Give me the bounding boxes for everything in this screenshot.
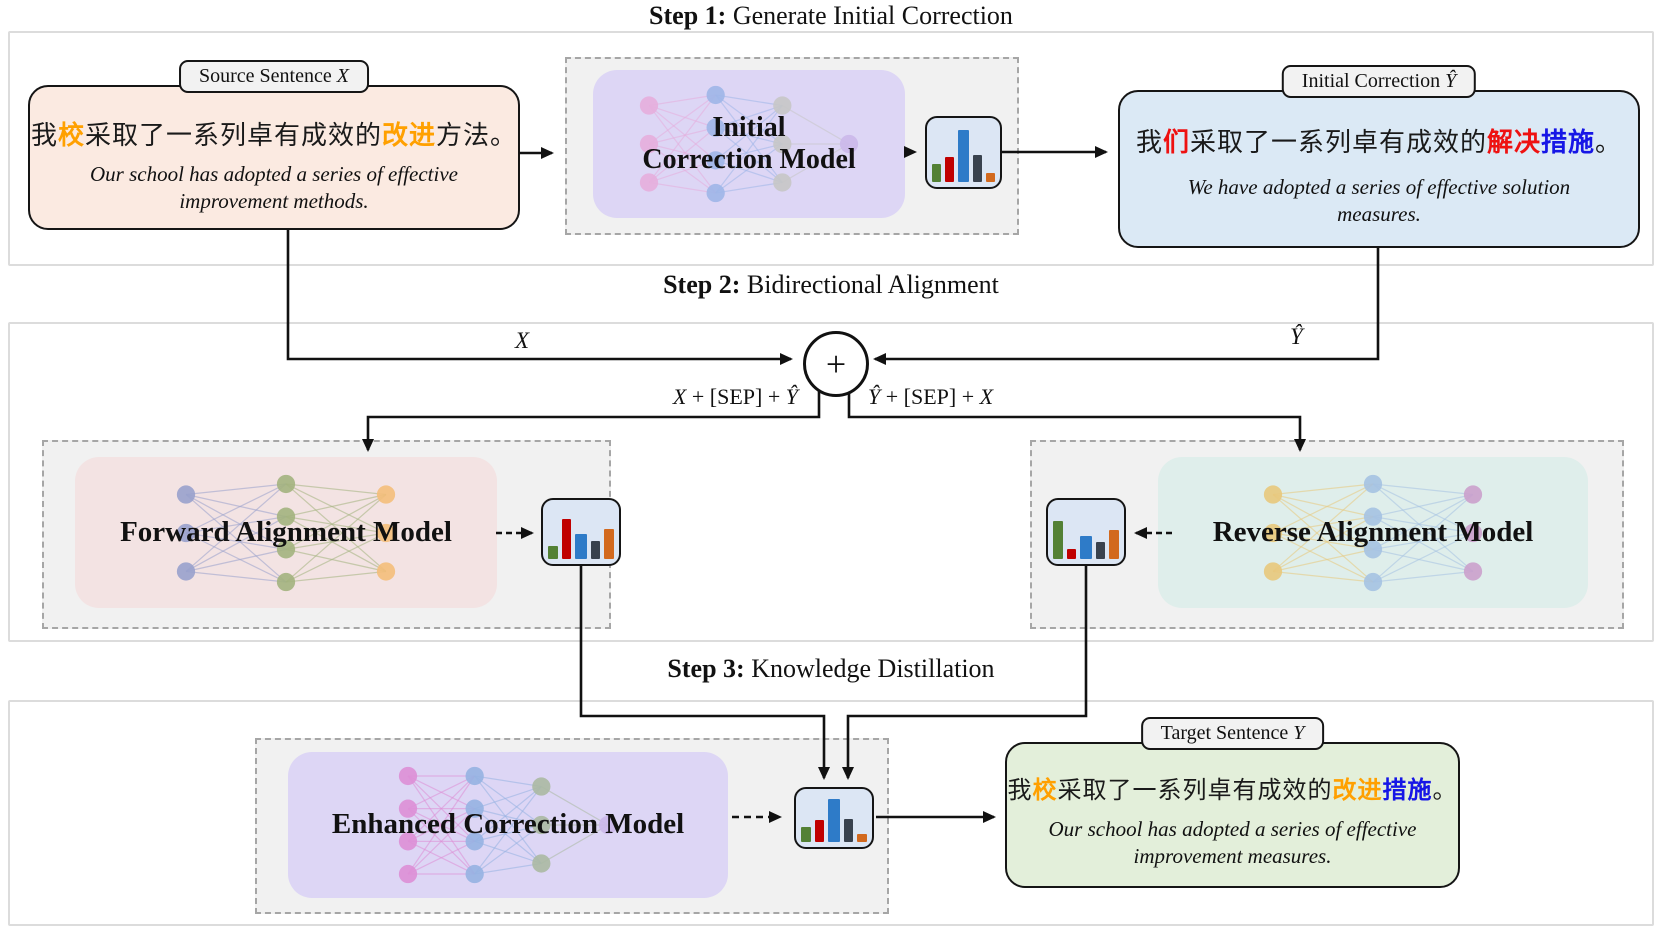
step1-title: Step 1: Generate Initial Correction — [0, 1, 1662, 31]
enhanced-model-label-text: Enhanced Correction Model — [331, 808, 685, 841]
initial-correction-model: Initial Correction Model — [593, 70, 905, 218]
initial-correction-english-text: We have adopted a series of effective so… — [1187, 175, 1571, 227]
source-sentence-tag: Source Sentence X — [179, 60, 369, 93]
initial-model-label-line2: Correction Model — [642, 144, 856, 175]
reverse-input-post: X — [979, 384, 994, 409]
forward-input-label: X + [SEP] + Ŷ — [580, 384, 798, 410]
forward-input-pre: X — [672, 384, 687, 409]
enhanced-model-network-icon — [398, 766, 618, 884]
reverse-input-label: Ŷ + [SEP] + X — [868, 384, 1098, 410]
source-tag-text: Source Sentence — [199, 65, 332, 87]
initial-correction-tag: Initial Correction Ŷ — [1281, 65, 1477, 98]
step2-title: Step 2: Bidirectional Alignment — [0, 270, 1662, 300]
forward-model-network-icon — [176, 474, 396, 591]
source-chinese-text: 我校采取了一系列卓有成效的改进方法。 — [30, 121, 518, 150]
target-sentence-tag: Target Sentence Y — [1140, 717, 1325, 750]
concat-plus-node: + — [803, 331, 869, 397]
step3-title-bold: Step 3: — [667, 654, 745, 683]
target-tag-text: Target Sentence — [1160, 722, 1289, 744]
source-english-text: Our school has adopted a series of effec… — [89, 162, 458, 214]
target-sentence-box: Target Sentence Y 我校采取了一系列卓有成效的改进措施。 Our… — [1005, 717, 1460, 888]
target-chinese-text: 我校采取了一系列卓有成效的改进措施。 — [1007, 778, 1458, 804]
reverse-model-label-text: Reverse Alignment Model — [1212, 515, 1534, 548]
target-english-text: Our school has adopted a series of effec… — [1048, 817, 1417, 869]
enhanced-model-label: Enhanced Correction Model — [288, 752, 728, 898]
initial-correction-box: Initial Correction Ŷ 我们采取了一系列卓有成效的解决措施。 … — [1118, 65, 1640, 248]
step1-title-rest: Generate Initial Correction — [726, 1, 1013, 30]
forward-input-post: Ŷ — [785, 384, 798, 409]
step1-title-bold: Step 1: — [649, 1, 727, 30]
initial-correction-tag-text: Initial Correction — [1301, 70, 1441, 92]
arrow-forward-model-to-dist — [496, 527, 534, 539]
forward-alignment-model: Forward Alignment Model — [75, 457, 497, 608]
step2-title-rest: Bidirectional Alignment — [740, 270, 999, 299]
initial-distribution-chart-icon — [925, 116, 1002, 189]
initial-model-label-line1: Initial — [712, 111, 786, 143]
enhanced-distribution-chart-icon — [794, 787, 874, 849]
initial-correction-tag-var: Ŷ — [1445, 70, 1457, 92]
source-tag-var: X — [336, 65, 349, 87]
x-wire-label: X — [515, 328, 530, 353]
step3-title: Step 3: Knowledge Distillation — [0, 654, 1662, 684]
source-sentence-box: Source Sentence X 我校采取了一系列卓有成效的改进方法。 Our… — [28, 60, 520, 230]
enhanced-correction-model: Enhanced Correction Model — [288, 752, 728, 898]
forward-distribution-chart-icon — [541, 498, 621, 566]
forward-model-label-text: Forward Alignment Model — [120, 515, 452, 548]
initial-correction-chinese-text: 我们采取了一系列卓有成效的解决措施。 — [1135, 128, 1623, 157]
step3-title-rest: Knowledge Distillation — [744, 654, 995, 683]
reverse-input-pre: Ŷ — [868, 384, 881, 409]
yhat-wire-label: Ŷ — [1290, 324, 1303, 349]
target-tag-var: Y — [1293, 722, 1305, 744]
reverse-alignment-model: Reverse Alignment Model — [1158, 457, 1588, 608]
arrow-reverse-model-to-dist — [1134, 527, 1172, 539]
reverse-model-network-icon — [1263, 474, 1483, 591]
step2-title-bold: Step 2: — [663, 270, 741, 299]
reverse-input-mid: + [SEP] + — [880, 384, 980, 409]
reverse-model-label: Reverse Alignment Model — [1158, 457, 1588, 608]
forward-input-mid: + [SEP] + — [686, 384, 786, 409]
initial-model-network-icon — [639, 85, 859, 203]
reverse-distribution-chart-icon — [1046, 498, 1126, 566]
forward-model-label: Forward Alignment Model — [75, 457, 497, 608]
initial-model-label: Initial Correction Model — [593, 70, 905, 218]
